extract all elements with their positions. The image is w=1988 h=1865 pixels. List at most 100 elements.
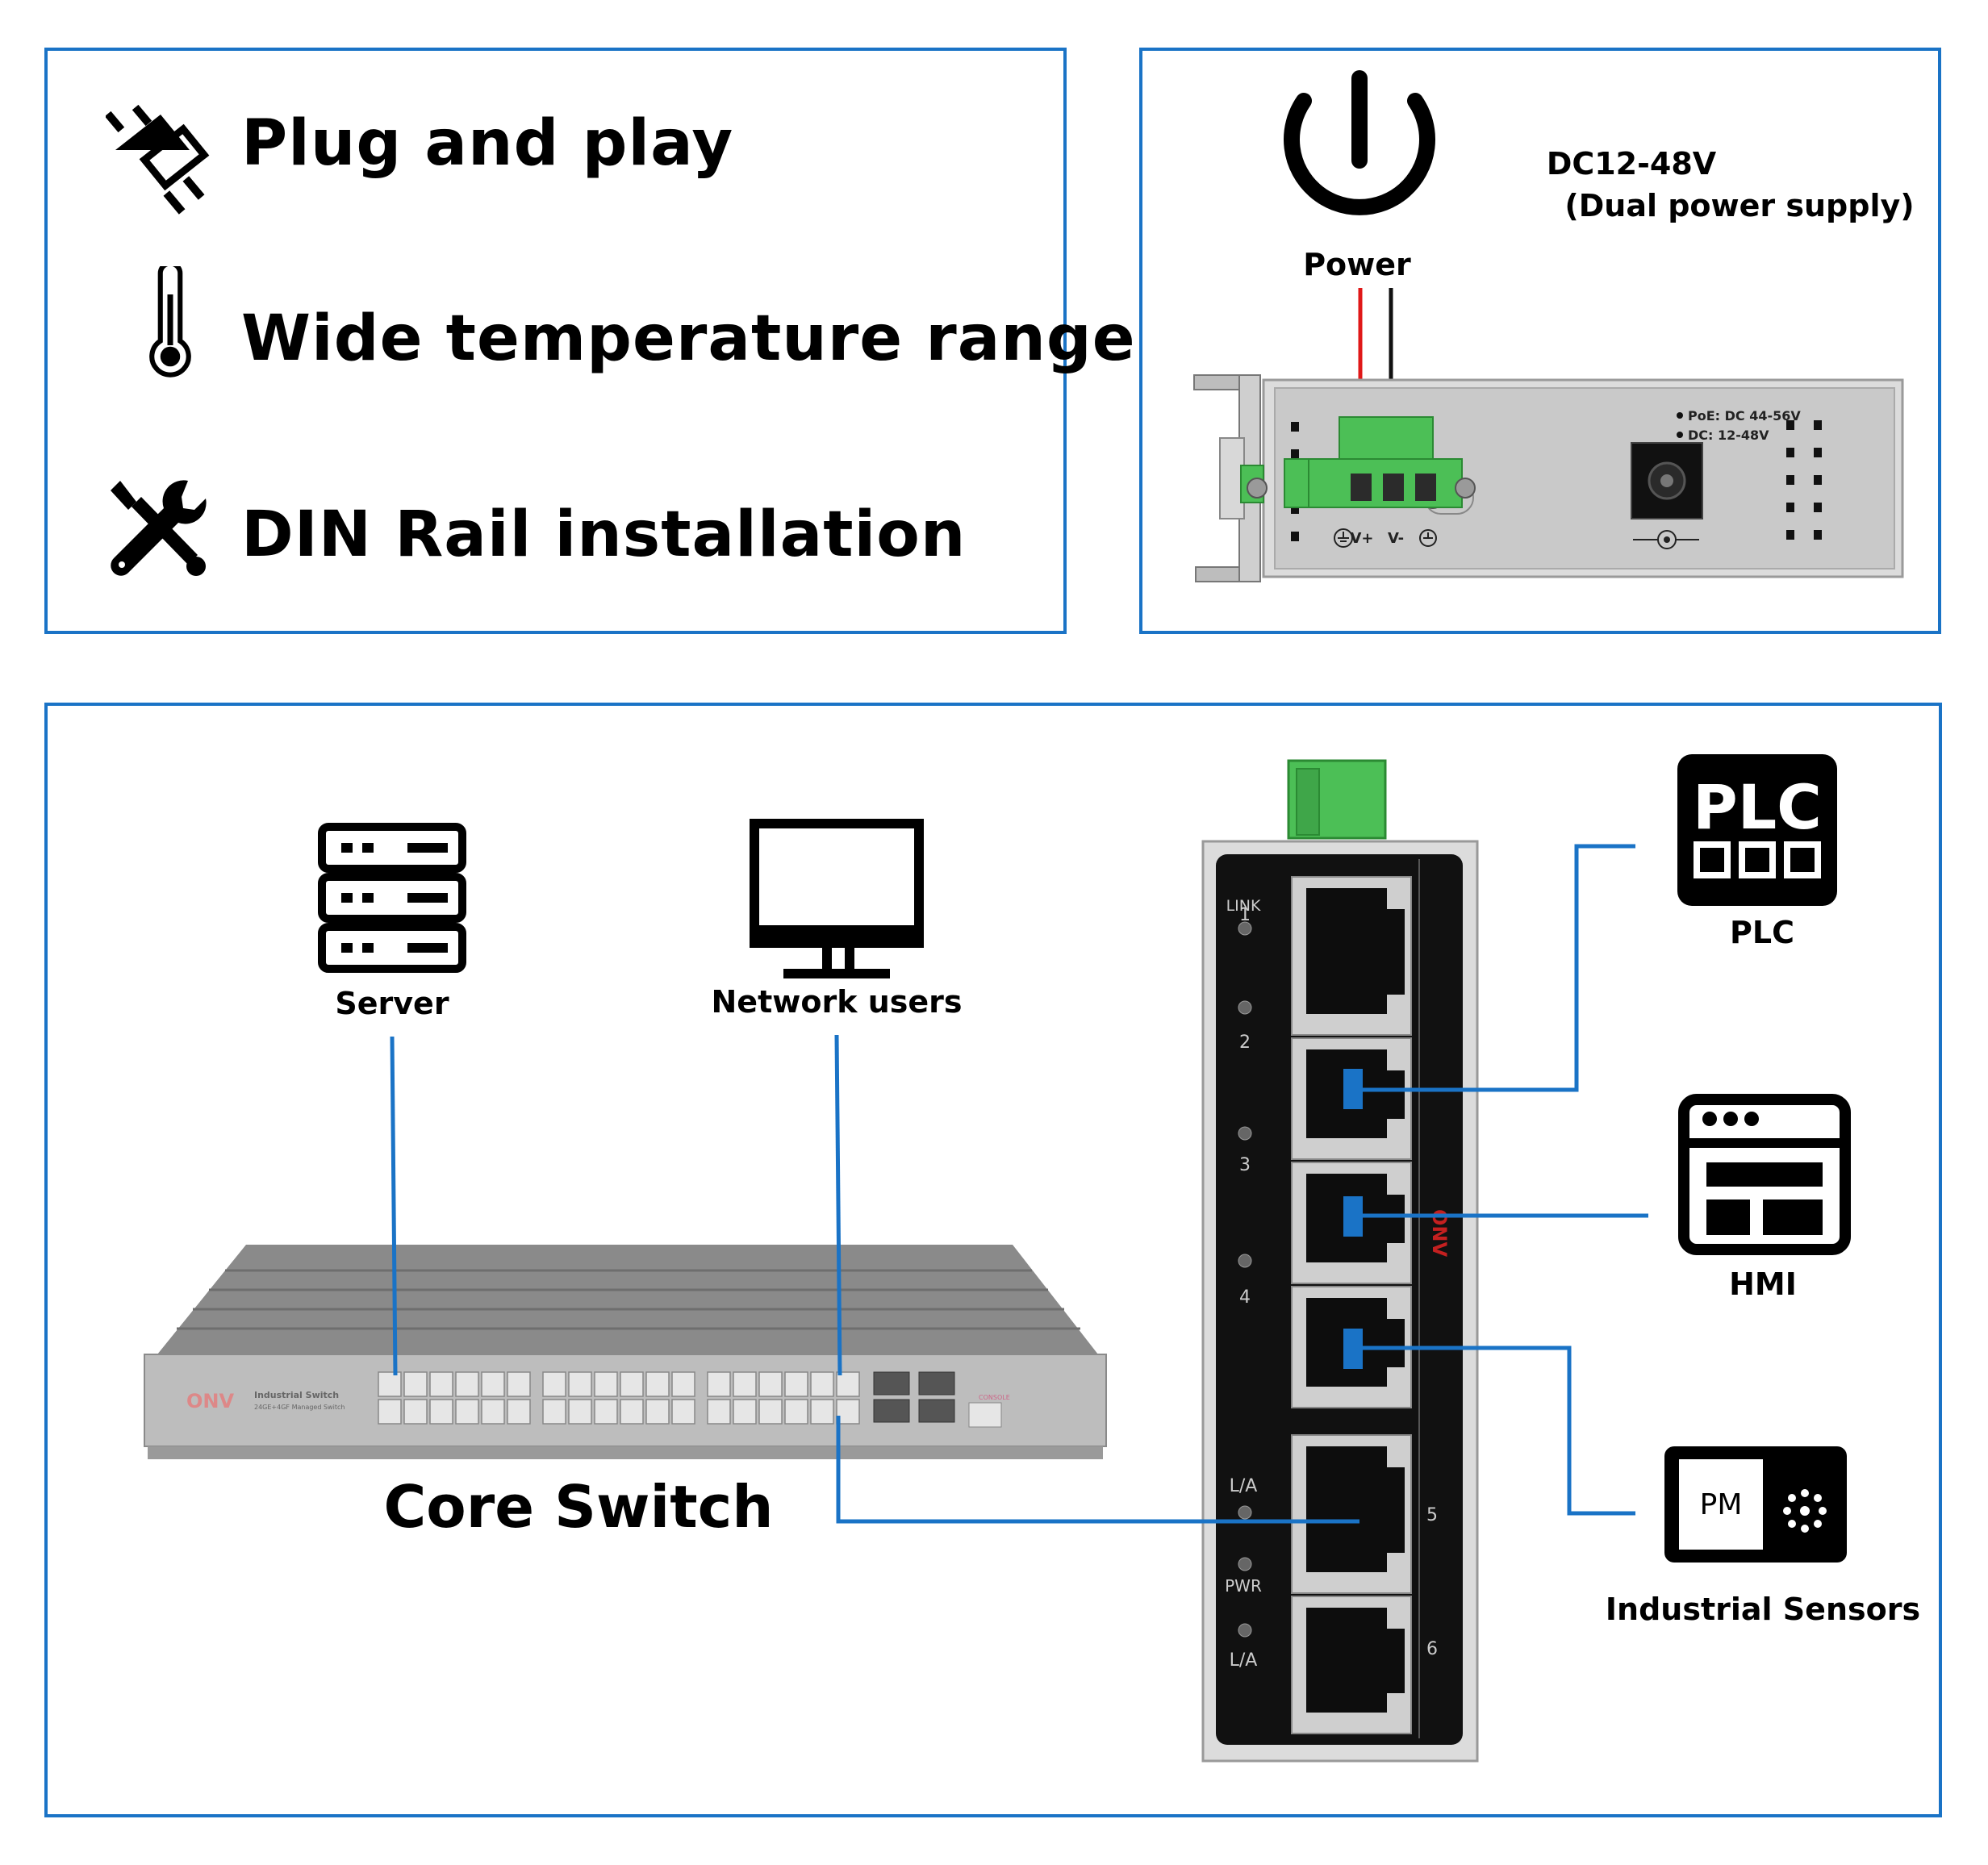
core-switch-port [645,1371,670,1397]
core-switch-port [671,1399,695,1425]
din-port-notch [1387,1319,1405,1367]
server-icon [318,823,466,973]
sensor-icon-text: PM [1700,1488,1743,1521]
feature-label: Plug and play [241,107,734,180]
feature-din-rail: DIN Rail installation [48,480,1063,587]
core-switch-port [810,1371,834,1397]
din-led-la: L/A [1230,1476,1258,1496]
din-status-led [1238,1126,1252,1141]
core-switch-port [784,1399,808,1425]
core-switch-port [568,1399,592,1425]
features-panel: Plug and play Wide temperature range DIN… [44,48,1135,634]
power-diagram: V+ V- PoE: DC 44-56V DC: 12-48V Power DC… [1193,70,1915,582]
network-diagram: Server Network users ONV Industrial Swit… [144,754,1920,1763]
core-switch-port [378,1371,402,1397]
power-panel: V+ V- PoE: DC 44-56V DC: 12-48V Power DC… [1139,48,1941,634]
din-port-notch [1387,1070,1405,1119]
power-caption: Power [1303,247,1411,282]
core-switch-port [671,1371,695,1397]
dc-jack [1631,442,1703,519]
core-switch-port [403,1399,428,1425]
din-port-socket [1306,888,1387,1014]
din-status-led [1238,1623,1252,1638]
server-label: Server [335,986,449,1021]
core-switch-port [594,1371,618,1397]
core-switch-port [481,1371,505,1397]
core-switch-port [784,1371,808,1397]
core-switch-model: Industrial Switch [254,1390,339,1400]
core-switch-port [733,1399,757,1425]
tools-icon [111,480,207,576]
din-port-notch [1387,909,1405,995]
core-switch-port [455,1371,479,1397]
core-switch-port [707,1399,731,1425]
core-switch-port [707,1371,731,1397]
thermometer-icon [149,266,191,378]
network-users-label: Network users [712,984,963,1020]
panel-poe-label: PoE: DC 44-56V [1688,408,1801,423]
din-led-link: LINK [1226,897,1261,915]
core-switch-sfp-port [873,1371,910,1396]
core-switch-port [429,1371,453,1397]
sensor-icon [1664,1446,1847,1563]
hmi-icon [1678,1094,1851,1255]
core-switch-console-port [968,1402,1002,1428]
core-switch-port [429,1399,453,1425]
din-port-notch [1387,1629,1405,1693]
plc-icon [1677,754,1837,906]
feature-wide-temperature: Wide temperature range [48,266,1135,391]
port-highlights [1343,1069,1363,1369]
ground-symbol-icon [1419,529,1437,547]
din-port-number: 1 [1239,905,1251,925]
power-spec-line1: DC12-48V [1547,146,1717,181]
network-panel: Server Network users ONV Industrial Swit… [44,703,1942,1817]
core-switch [144,1245,1107,1459]
core-switch-port [620,1371,644,1397]
din-port-notch [1387,1467,1405,1553]
core-switch-port [836,1371,860,1397]
core-switch-port [481,1399,505,1425]
core-switch-sfp-port [918,1399,955,1423]
core-switch-label: Core Switch [383,1473,773,1541]
feature-label: Wide temperature range [241,302,1136,375]
core-switch-port [568,1371,592,1397]
terminal-block [1240,416,1476,515]
core-switch-port [378,1399,402,1425]
core-switch-port [403,1371,428,1397]
feature-plug-and-play: Plug and play [48,104,1063,215]
core-switch-ports [378,1371,1002,1428]
core-switch-port [733,1371,757,1397]
terminal-label-vminus: V- [1388,530,1404,547]
core-switch-sfp-port [873,1399,910,1423]
plug-icon [106,104,210,215]
din-led-la: L/A [1230,1650,1258,1671]
din-status-led [1238,1000,1252,1015]
power-spec-line2: (Dual power supply) [1564,188,1914,223]
din-status-led [1238,1557,1252,1571]
core-switch-port [455,1399,479,1425]
din-status-led [1238,1254,1252,1268]
core-switch-port [507,1371,531,1397]
din-port-socket [1306,1608,1387,1713]
core-switch-port [542,1371,566,1397]
core-switch-port [620,1399,644,1425]
din-port-number: 4 [1239,1287,1251,1308]
dc-polarity-icon [1633,530,1699,549]
din-port-socket [1306,1446,1387,1572]
ground-symbol-icon [1334,528,1353,548]
core-switch-port [836,1399,860,1425]
core-switch-port [507,1399,531,1425]
core-switch-console: CONSOLE [979,1394,1010,1401]
plc-label: PLC [1730,915,1794,950]
industrial-sensors-label: Industrial Sensors [1606,1592,1920,1627]
connection-lines [390,844,1648,1524]
core-switch-port [542,1399,566,1425]
core-switch-port [594,1399,618,1425]
core-switch-port [758,1371,783,1397]
din-led-pwr: PWR [1225,1576,1262,1596]
panel-dc-label: DC: 12-48V [1688,428,1769,443]
din-status-led [1238,921,1252,936]
din-status-led [1238,1505,1252,1520]
core-switch-sub: 24GE+4GF Managed Switch [254,1404,345,1411]
